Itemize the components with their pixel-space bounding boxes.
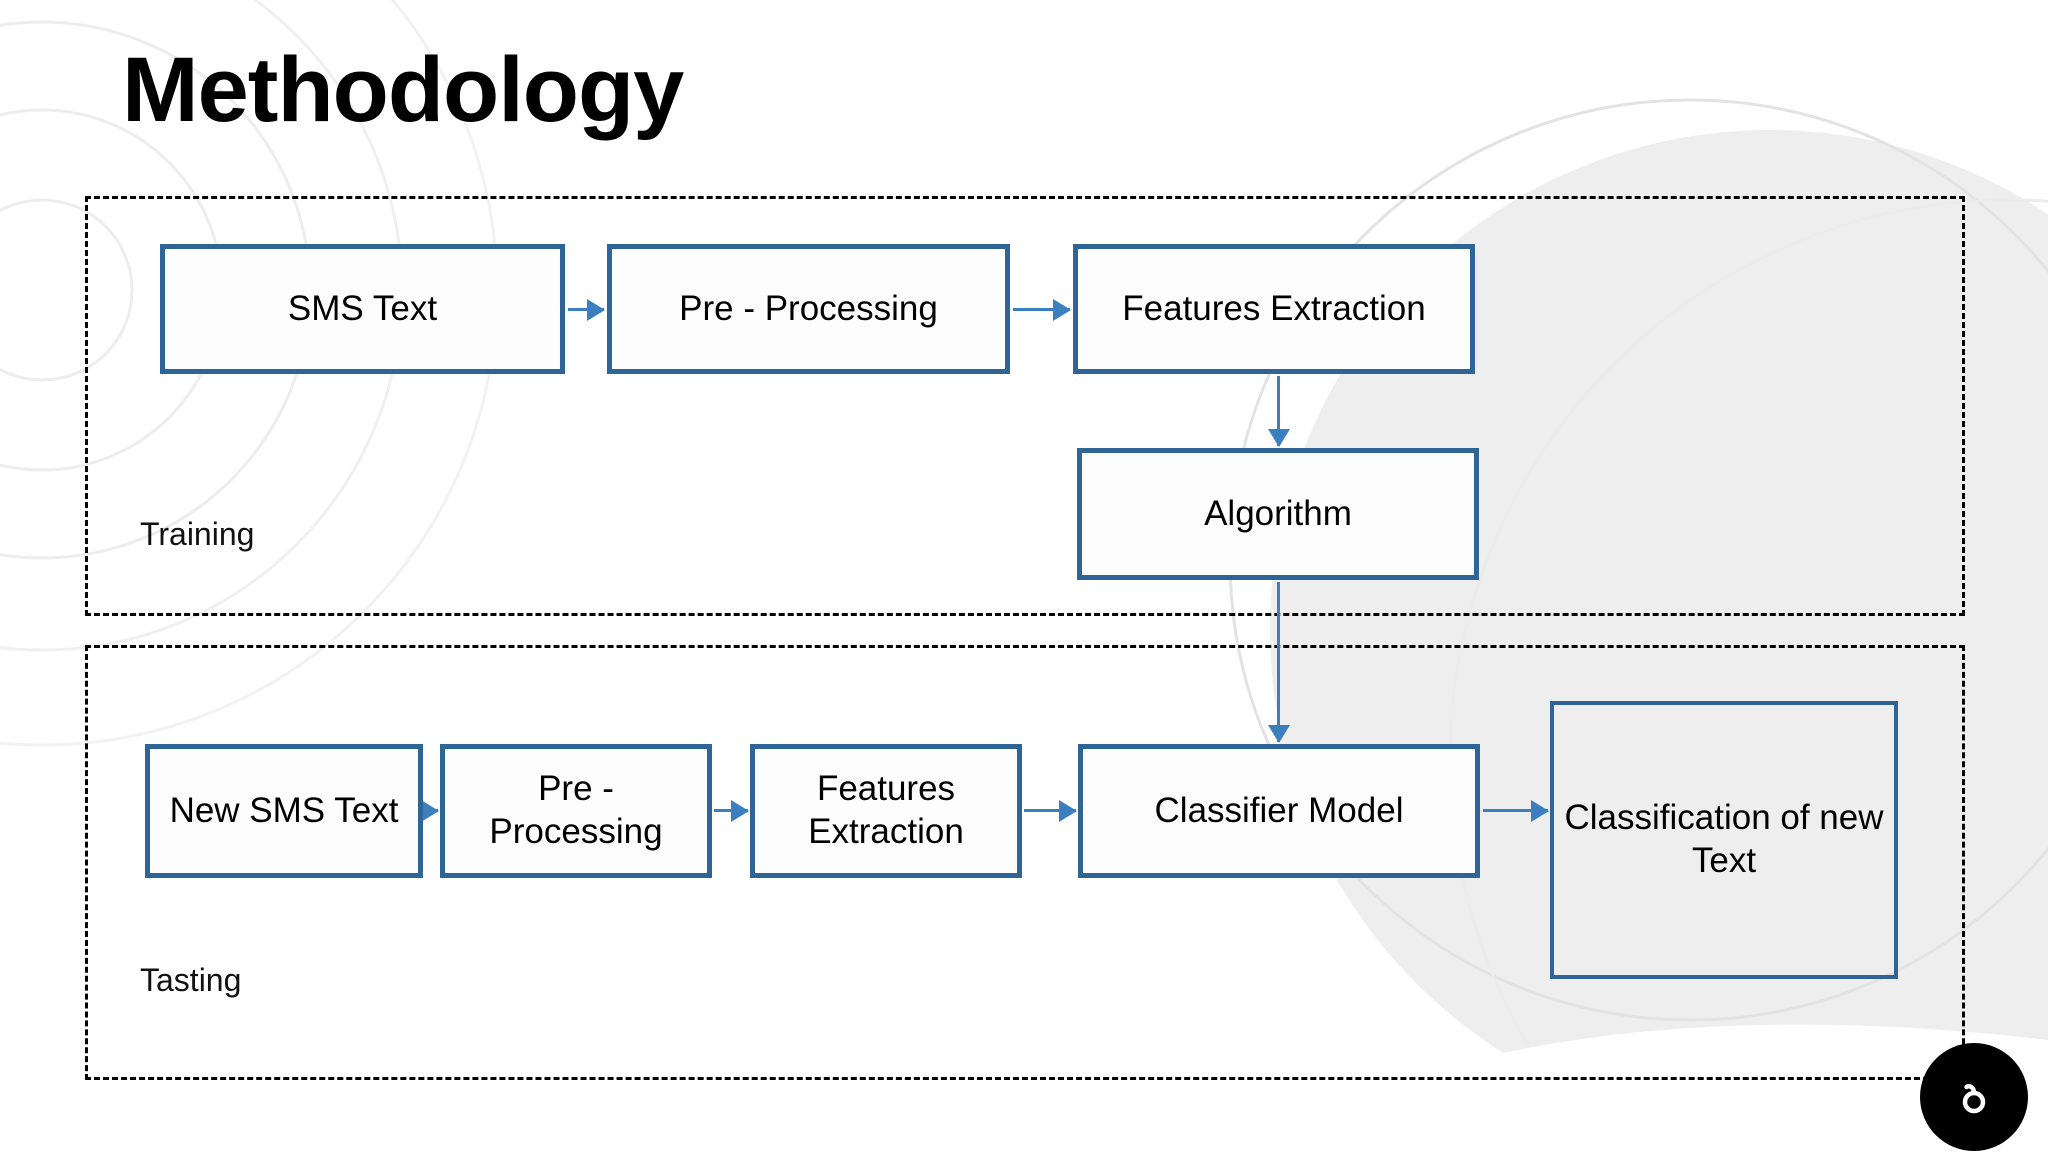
flow-box-classifier-model[interactable]: Classifier Model [1078,744,1480,878]
flow-box-classification-of-new-text[interactable]: Classification of new Text [1550,701,1898,979]
flow-box-features-extraction-testing[interactable]: Features Extraction [750,744,1022,878]
flow-box-algorithm[interactable]: Algorithm [1077,448,1479,580]
arrow-new-sms-text-to-pre-processing [424,809,438,812]
arrow-classifier-model-to-classification-output [1483,809,1548,812]
flow-box-pre-processing-training[interactable]: Pre - Processing [607,244,1010,374]
flow-box-new-sms-text[interactable]: New SMS Text [145,744,423,878]
arrow-features-extraction-to-classifier-model [1024,809,1076,812]
arrow-algorithm-to-classifier-model [1277,582,1280,742]
page-title: Methodology [122,39,684,141]
arrow-pre-processing-to-features-extraction-testing [714,809,748,812]
flow-box-sms-text[interactable]: SMS Text [160,244,565,374]
section-label-testing: Tasting [140,962,242,998]
flow-box-pre-processing-testing[interactable]: Pre - Processing [440,744,712,878]
flow-box-features-extraction-training[interactable]: Features Extraction [1073,244,1475,374]
section-label-training: Training [140,516,255,552]
logo-badge[interactable] [1920,1043,2028,1151]
arrow-sms-text-to-pre-processing [568,308,604,311]
arrow-pre-processing-to-features-extraction [1013,308,1070,311]
logo-mark-icon [1962,1084,1986,1114]
arrow-features-extraction-to-algorithm [1277,376,1280,446]
